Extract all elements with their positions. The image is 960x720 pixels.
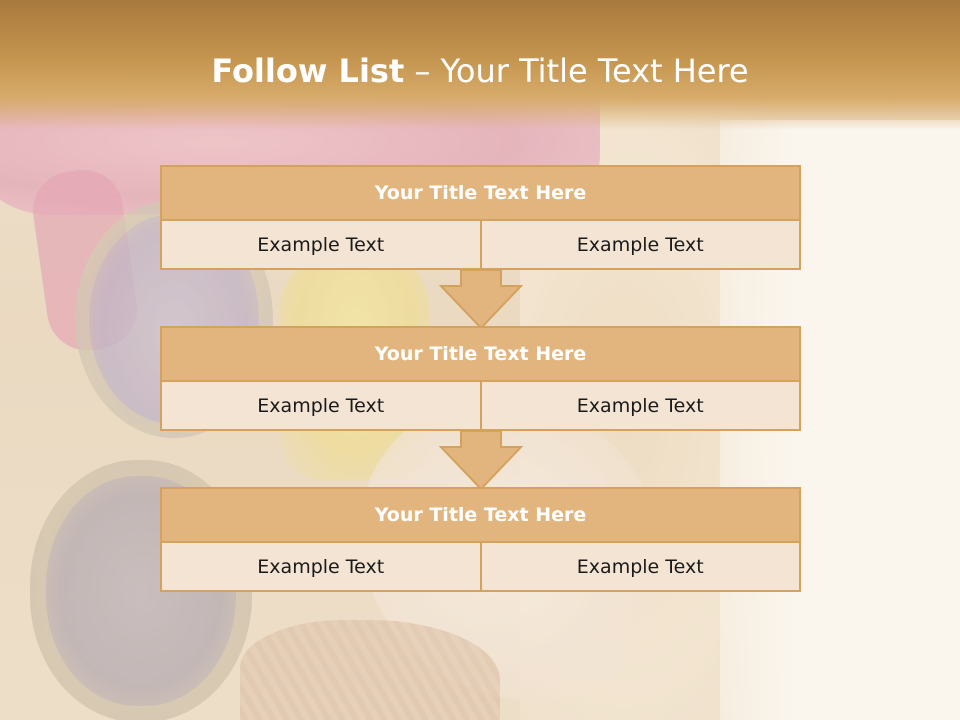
step-row: Example Text Example Text [160, 221, 801, 270]
step-cell-left[interactable]: Example Text [160, 221, 482, 270]
step-block: Your Title Text Here Example Text Exampl… [160, 487, 801, 592]
step-block: Your Title Text Here Example Text Exampl… [160, 326, 801, 431]
down-arrow-icon [439, 431, 523, 491]
step-cell-left[interactable]: Example Text [160, 543, 482, 592]
step-block: Your Title Text Here Example Text Exampl… [160, 165, 801, 270]
slide-title-bold: Follow List [211, 52, 405, 90]
down-arrow-icon [439, 270, 523, 330]
slide-title[interactable]: Follow List – Your Title Text Here [0, 52, 960, 90]
slide-title-rest: – Your Title Text Here [404, 52, 749, 90]
towel-image [240, 620, 500, 720]
step-cell-right[interactable]: Example Text [481, 221, 801, 270]
step-title-box[interactable]: Your Title Text Here [160, 165, 801, 221]
header-band [0, 0, 960, 130]
step-row: Example Text Example Text [160, 543, 801, 592]
step-title-box[interactable]: Your Title Text Here [160, 487, 801, 543]
step-cell-right[interactable]: Example Text [481, 543, 801, 592]
step-cell-left[interactable]: Example Text [160, 382, 482, 431]
step-row: Example Text Example Text [160, 382, 801, 431]
step-title-box[interactable]: Your Title Text Here [160, 326, 801, 382]
step-cell-right[interactable]: Example Text [481, 382, 801, 431]
